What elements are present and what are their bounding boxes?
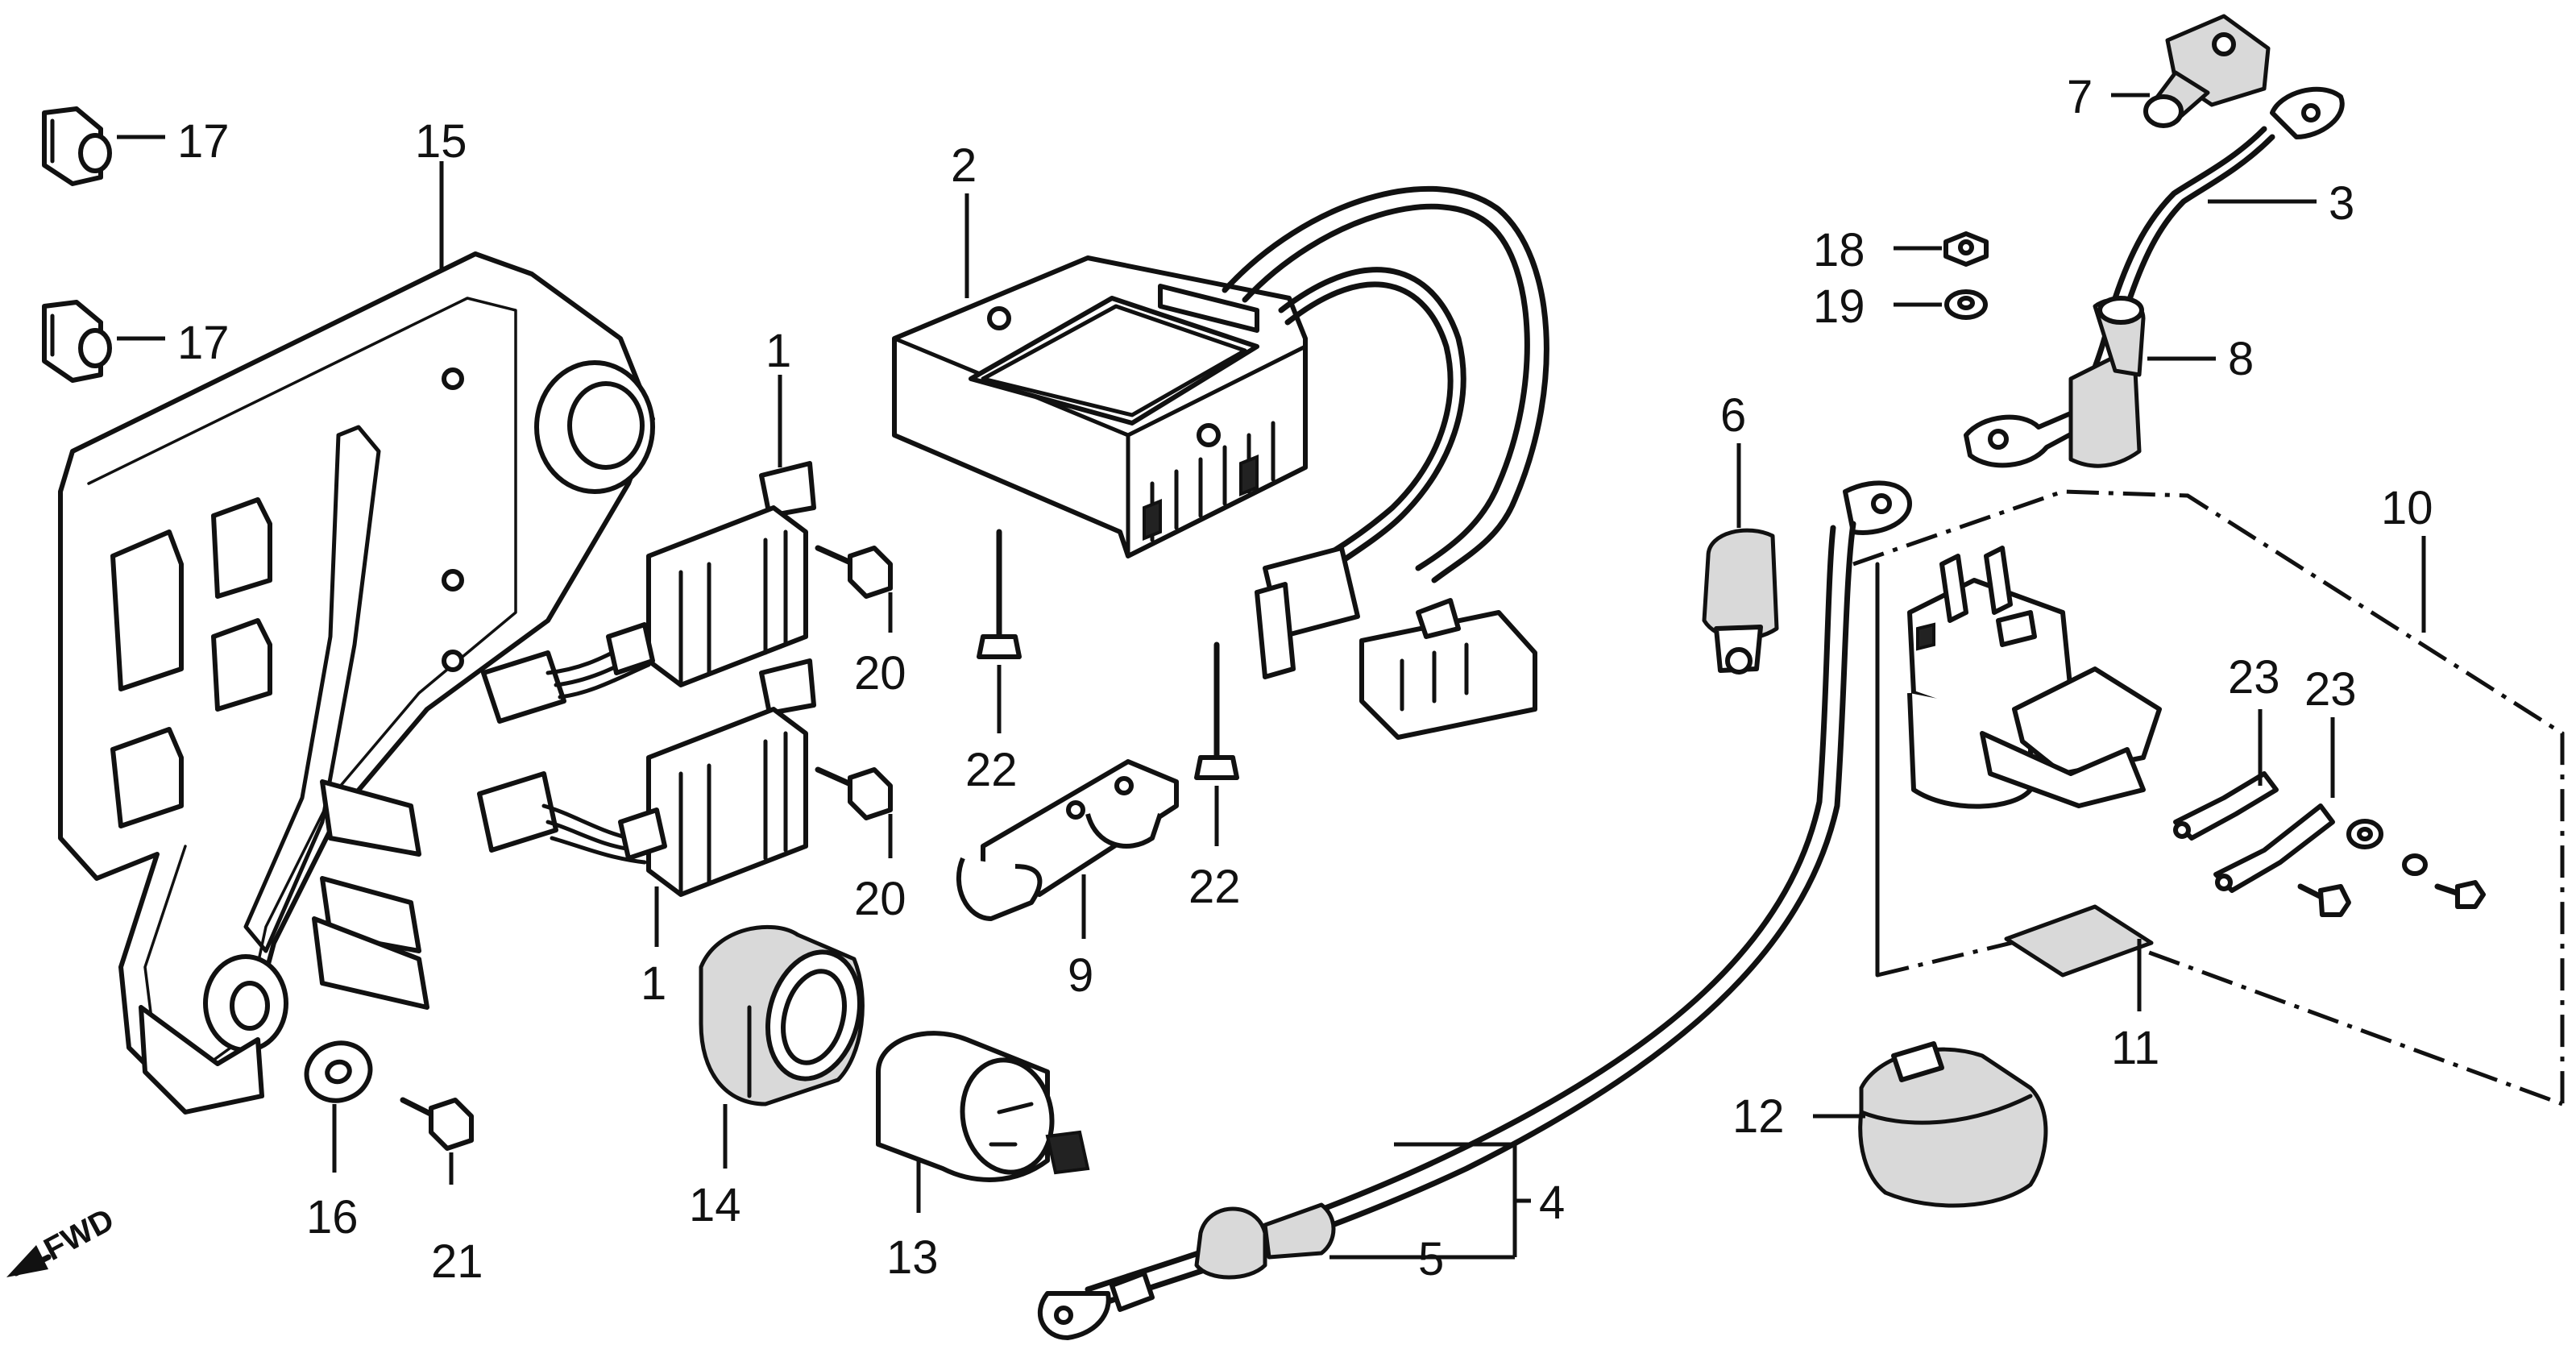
- callout-1-upper: 1: [765, 325, 791, 377]
- callout-22-left: 22: [965, 744, 1018, 796]
- callout-17-lower: 17: [177, 317, 230, 369]
- part-5-terminal-boot: [1194, 1202, 1336, 1280]
- callout-23-right: 23: [2304, 663, 2357, 716]
- part-21-bolt: [400, 1097, 474, 1151]
- part-18-nut: [1943, 231, 1989, 267]
- callout-7: 7: [2067, 71, 2093, 123]
- callout-1-lower: 1: [641, 957, 666, 1010]
- part-1-relay-upper: [481, 461, 816, 724]
- callout-6: 6: [1720, 389, 1746, 442]
- part-3-starter-cable: [1964, 86, 2345, 468]
- callout-5: 5: [1418, 1233, 1444, 1285]
- part-10-starter-relay-assembly: [1852, 489, 2565, 1106]
- callout-2: 2: [951, 139, 977, 192]
- part-7-terminal-boot: [2143, 14, 2271, 128]
- callout-3: 3: [2329, 177, 2354, 230]
- part-20-bolt-lower: [815, 766, 893, 820]
- callout-labels: 17 17 15 1 1 20 20 2 22 22 9 16 21 14 13…: [177, 71, 2433, 1288]
- callout-23-left: 23: [2228, 651, 2280, 704]
- callout-20-upper: 20: [854, 647, 906, 700]
- callout-16: 16: [306, 1191, 359, 1243]
- part-16-washer: [304, 1040, 373, 1103]
- relay-mounting-hardware: [2297, 819, 2486, 917]
- part-23-terminal-left: [2173, 771, 2279, 841]
- part-2-regulator-rectifier: [892, 185, 1549, 740]
- fwd-label: FWD: [39, 1202, 120, 1268]
- callout-18: 18: [1813, 224, 1865, 276]
- callout-14: 14: [689, 1179, 741, 1231]
- callout-22-right: 22: [1188, 861, 1241, 913]
- part-19-washer: [1944, 289, 1988, 320]
- fwd-direction-indicator: FWD: [6, 1202, 120, 1277]
- callout-21: 21: [431, 1235, 483, 1288]
- callout-19: 19: [1813, 280, 1865, 333]
- part-15-mounting-bracket: [58, 251, 655, 1115]
- part-13-flasher-relay: [876, 1031, 1090, 1182]
- part-11-label-sticker: [2004, 904, 2154, 978]
- part-17-grommet-upper: [42, 106, 112, 186]
- callout-12: 12: [1732, 1090, 1785, 1143]
- part-4-battery-cable: [1037, 480, 1912, 1340]
- callout-9: 9: [1068, 949, 1093, 1002]
- callout-15: 15: [415, 115, 467, 168]
- part-17-grommet-lower: [42, 300, 112, 383]
- callout-4: 4: [1539, 1177, 1565, 1229]
- part-20-bolt-upper: [815, 545, 893, 599]
- part-22-bolt-right: [1194, 641, 1239, 780]
- part-8-rubber-boot: [2068, 296, 2146, 468]
- part-9-clamp-bracket: [956, 759, 1179, 921]
- callout-17-upper: 17: [177, 115, 230, 168]
- part-22-bolt-left: [977, 529, 1022, 659]
- part-6-terminal-cap: [1702, 528, 1779, 675]
- callout-11: 11: [2111, 1022, 2159, 1074]
- callout-20-lower: 20: [854, 873, 906, 925]
- leader-lines: [117, 93, 2426, 1260]
- callout-10: 10: [2381, 482, 2433, 534]
- part-1-relay-lower: [477, 658, 816, 897]
- part-12-relay-cover: [1858, 1041, 2048, 1208]
- part-23-terminal-right: [2213, 803, 2335, 893]
- callout-8: 8: [2228, 333, 2254, 385]
- callout-13: 13: [886, 1231, 939, 1284]
- part-14-rubber-mount: [699, 924, 865, 1106]
